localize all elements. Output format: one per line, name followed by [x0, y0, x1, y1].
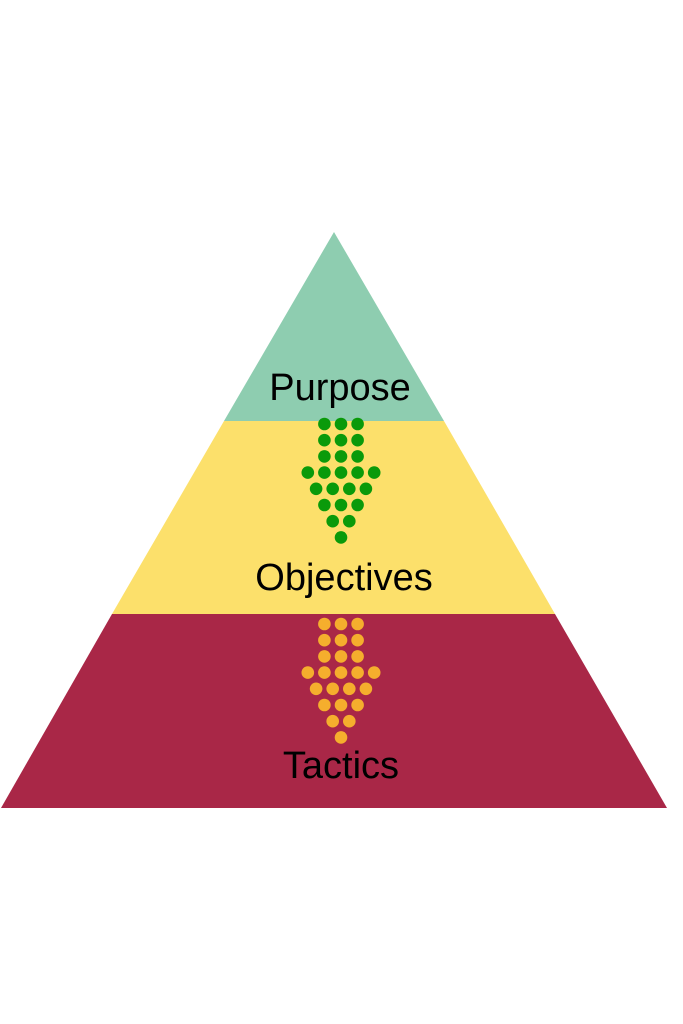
arrow-dot: [334, 498, 348, 512]
arrow-dot: [334, 466, 348, 479]
tactics-tier: [1, 614, 667, 808]
arrow-dot: [326, 514, 340, 528]
arrow-dot: [318, 666, 331, 679]
purpose-label: Purpose: [269, 367, 411, 409]
arrow-dot: [351, 433, 364, 447]
purpose-tier: [224, 232, 444, 421]
arrow-dot: [343, 482, 356, 496]
arrow-dot: [318, 498, 331, 512]
arrow-dot: [334, 633, 348, 647]
arrow-dot: [367, 466, 381, 479]
arrow-dot: [318, 633, 331, 647]
arrow-dot: [351, 498, 364, 512]
arrow-dot: [351, 617, 364, 631]
objectives-label: Objectives: [255, 557, 432, 599]
arrow-dot: [351, 450, 364, 463]
arrow-dot: [309, 682, 323, 696]
arrow-dot: [343, 514, 356, 528]
arrow-dot: [351, 417, 364, 431]
arrow-dot: [326, 482, 340, 496]
arrow-dot: [318, 417, 331, 431]
arrow-dot: [334, 450, 348, 463]
purpose-to-objectives-arrow: [301, 417, 381, 544]
arrow-dot: [334, 417, 348, 431]
arrow-dot: [343, 682, 356, 696]
arrow-dot: [351, 650, 364, 663]
arrow-dot: [334, 698, 348, 712]
tactics-label: Tactics: [283, 745, 399, 787]
arrow-dot: [351, 633, 364, 647]
arrow-dot: [334, 666, 348, 679]
arrow-dot: [334, 433, 348, 447]
arrow-dot: [334, 650, 348, 663]
arrow-dot: [318, 650, 331, 663]
arrow-dot: [301, 666, 315, 679]
arrow-dot: [318, 617, 331, 631]
arrow-dot: [334, 531, 348, 544]
arrow-dot: [309, 482, 323, 496]
arrow-dot: [318, 698, 331, 712]
arrow-dot: [326, 714, 340, 728]
arrow-dot: [351, 466, 364, 479]
arrow-dot: [351, 698, 364, 712]
arrow-dot: [326, 682, 340, 696]
arrow-dot: [367, 666, 381, 679]
arrow-dot: [318, 433, 331, 447]
objectives-to-tactics-arrow: [301, 617, 381, 744]
arrow-dot: [343, 714, 356, 728]
arrow-dot: [359, 482, 373, 496]
arrow-dot: [351, 666, 364, 679]
arrow-dot: [334, 617, 348, 631]
arrow-dot: [318, 450, 331, 463]
arrow-dot: [318, 466, 331, 479]
arrow-dot: [301, 466, 315, 479]
arrow-dot: [359, 682, 373, 696]
arrow-dot: [334, 731, 348, 744]
